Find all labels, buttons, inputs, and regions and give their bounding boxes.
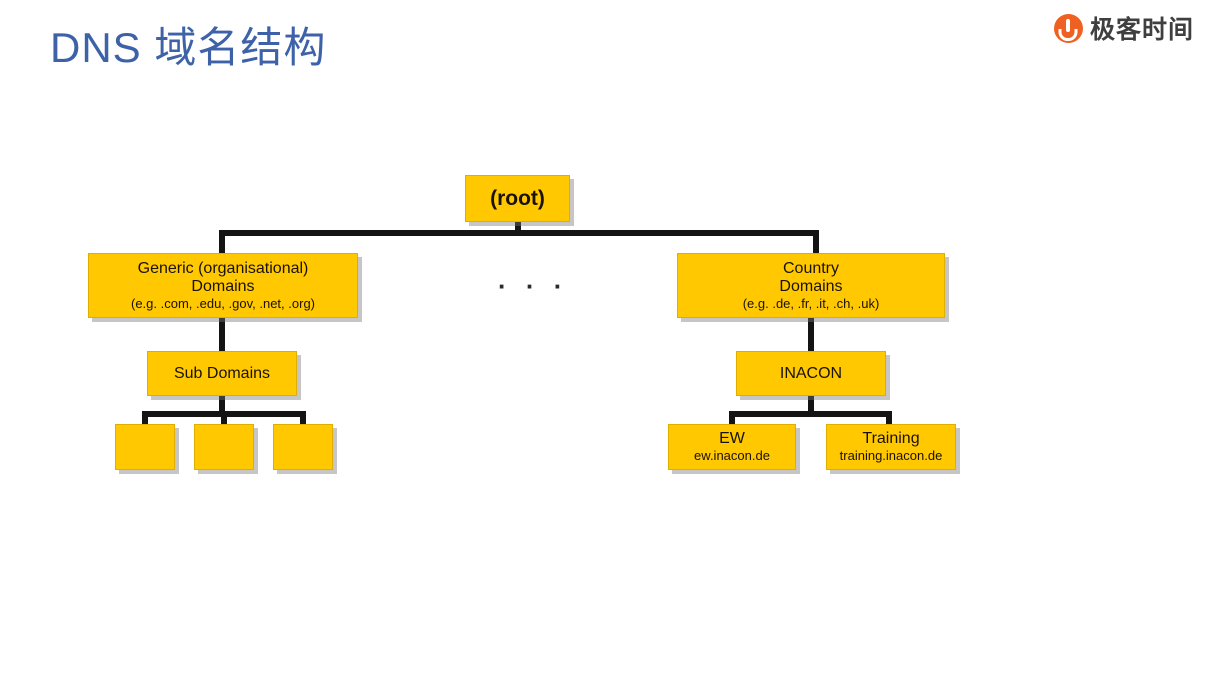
edge-inacon-to-training (886, 411, 892, 427)
edge-root-to-generic (219, 230, 225, 254)
node-country-line2: Domains (779, 277, 843, 295)
node-leaf-2[interactable] (194, 424, 254, 470)
node-ew-label: EW (719, 430, 745, 448)
edge-country-to-inacon (808, 316, 814, 354)
node-training[interactable]: Training training.inacon.de (826, 424, 956, 470)
node-inacon[interactable]: INACON (736, 351, 886, 396)
edge-subdomains-stub (219, 394, 225, 416)
brand-name: 极客时间 (1089, 16, 1194, 44)
diagram-ellipsis: · · · (498, 271, 569, 301)
edge-inacon-stub (808, 394, 814, 416)
node-country-sub: (e.g. .de, .fr, .it, .ch, .uk) (742, 295, 880, 311)
node-generic-sub: (e.g. .com, .edu, .gov, .net, .org) (130, 295, 315, 311)
node-generic-line2: Domains (191, 277, 255, 295)
edge-subdomains-to-leaf2 (221, 411, 227, 427)
geektime-logo-icon (1053, 13, 1083, 43)
node-generic-line1: Generic (organisational) (137, 259, 309, 277)
edge-top-bar (219, 230, 819, 236)
node-country-domains[interactable]: Country Domains (e.g. .de, .fr, .it, .ch… (677, 253, 945, 318)
node-leaf-1[interactable] (115, 424, 175, 470)
edge-generic-to-subdomains (219, 316, 225, 354)
edge-subdomains-to-leaf1 (142, 411, 148, 427)
edge-inacon-bar (729, 411, 892, 417)
edge-root-stub (515, 221, 521, 235)
node-root[interactable]: (root) (465, 175, 570, 222)
node-root-label: (root) (490, 186, 545, 210)
edge-subdomains-to-leaf3 (300, 411, 306, 427)
node-ew[interactable]: EW ew.inacon.de (668, 424, 796, 470)
node-sub-domains[interactable]: Sub Domains (147, 351, 297, 396)
node-training-sub: training.inacon.de (839, 448, 943, 464)
node-ew-sub: ew.inacon.de (694, 448, 770, 464)
edge-inacon-to-ew (729, 411, 735, 427)
page-title: DNS 域名结构 (50, 24, 327, 71)
node-country-line1: Country (782, 259, 840, 277)
node-leaf-3[interactable] (273, 424, 333, 470)
brand-logo: 极客时间 (1053, 10, 1194, 46)
node-generic-domains[interactable]: Generic (organisational) Domains (e.g. .… (88, 253, 358, 318)
node-sub-domains-label: Sub Domains (173, 364, 271, 382)
node-training-label: Training (862, 430, 920, 448)
node-inacon-label: INACON (779, 364, 843, 382)
edge-root-to-country (813, 230, 819, 254)
